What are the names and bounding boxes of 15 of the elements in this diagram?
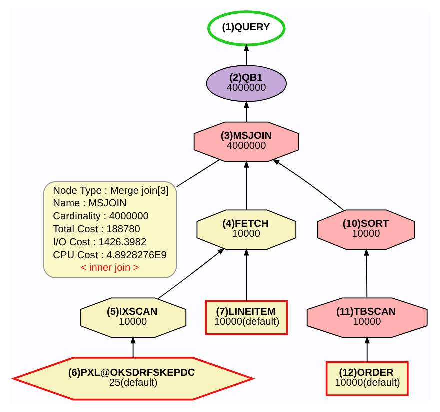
arrow (244, 160, 249, 210)
node-box: (7)LINEITEM 10000(default) (204, 300, 288, 336)
arrow (157, 248, 225, 300)
connector (176, 159, 220, 188)
arrow (244, 100, 249, 123)
arrow (244, 44, 249, 66)
arrow (364, 248, 369, 298)
node-ellipse: (2)QB1 4000000 (206, 65, 286, 102)
arrow (130, 336, 136, 358)
node-ellipse: (1)QUERY (207, 10, 286, 47)
arrow (364, 336, 370, 363)
node-box: Node Type : Merge join[3] Name : MSJOIN Cardinality : 4000000 Total Cost : 188780 I/O Cost : 1426.3982 CPU Cost : 4.8928276E9 < inner join > (42, 182, 177, 278)
node-box: (12)ORDER 10000(default) (325, 361, 408, 396)
arrow (272, 158, 344, 212)
arrow (244, 248, 249, 302)
